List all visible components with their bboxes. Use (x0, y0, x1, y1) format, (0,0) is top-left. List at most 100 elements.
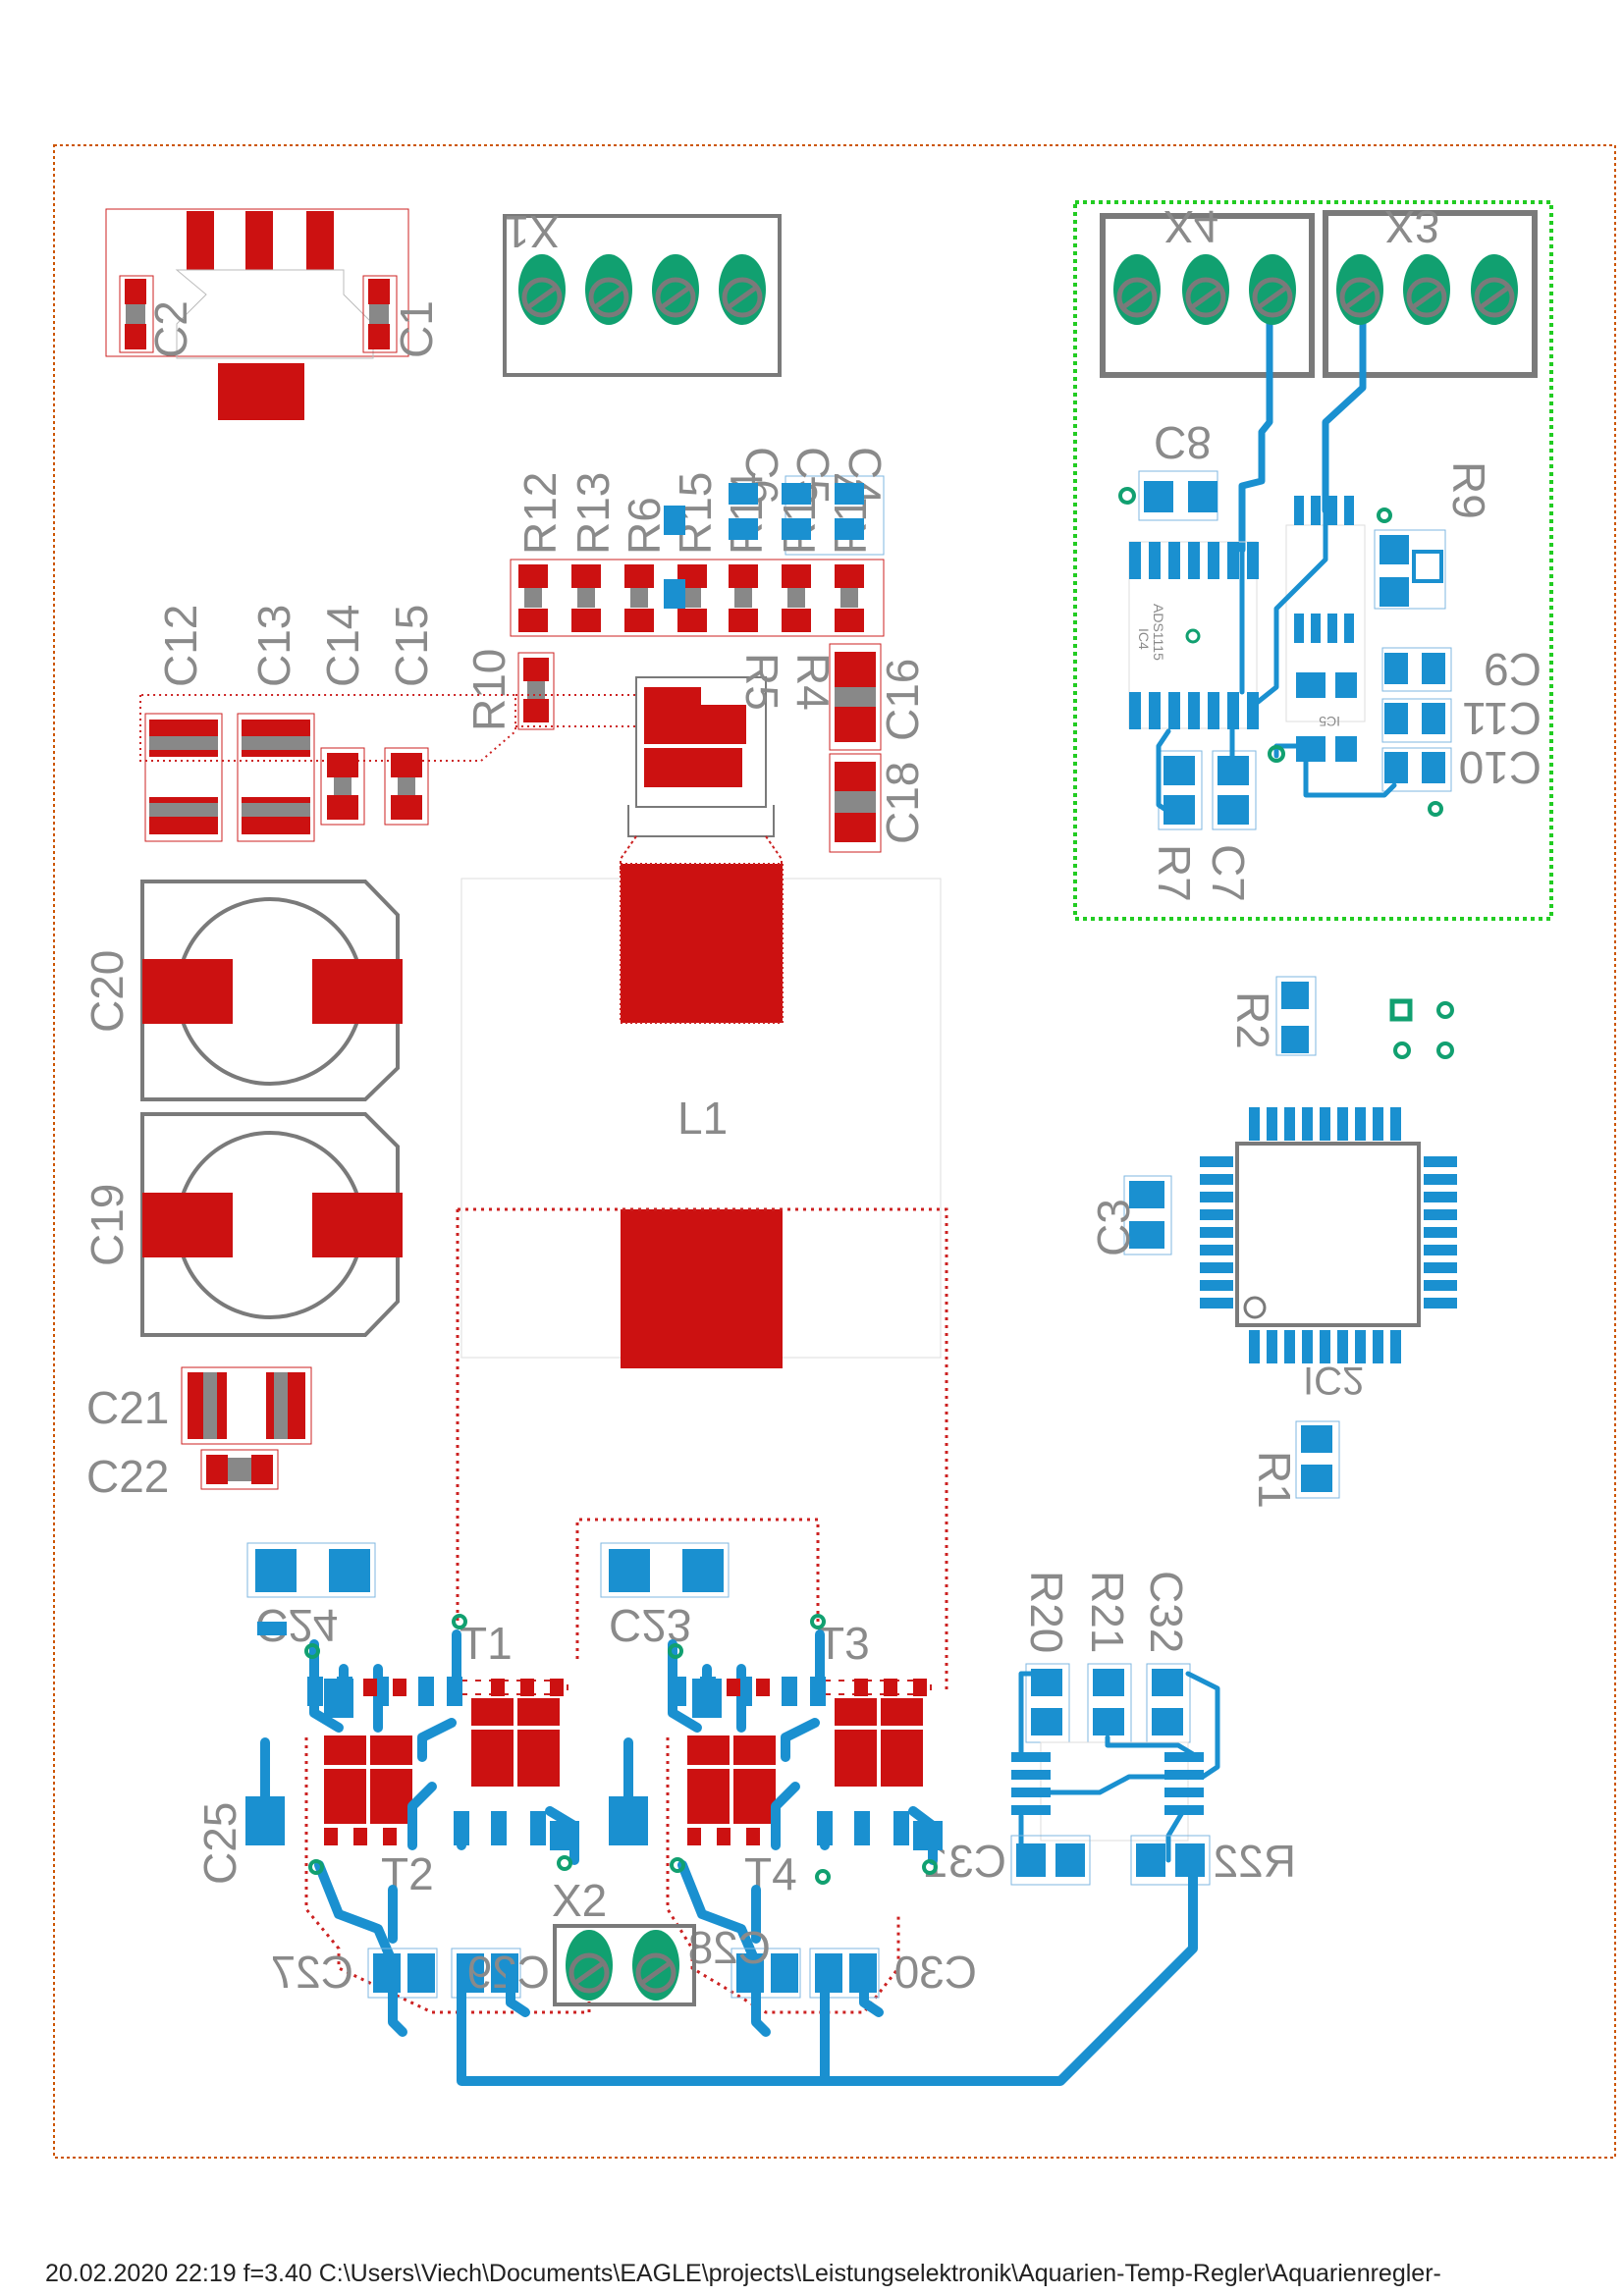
pad-top-4 (729, 564, 758, 588)
pad-top-b-5 (782, 609, 811, 632)
pad-body-3 (683, 588, 701, 608)
resistor-r2 (1275, 976, 1317, 1056)
mosfet-t1 (460, 1680, 568, 1787)
pad-bot-b-2 (835, 518, 864, 540)
mosfet-t2 (324, 1735, 412, 1824)
traces-ic-area (1156, 507, 1397, 818)
inductor-l1 (456, 863, 948, 1693)
capacitor-c20 (140, 880, 403, 1101)
label-c9: C9 (1484, 644, 1542, 695)
label-c28: C28 (688, 1922, 771, 1973)
label-c22: C22 (86, 1451, 169, 1502)
label-r1: R1 (1249, 1451, 1300, 1509)
pad-bot-2 (835, 483, 864, 505)
via (1428, 801, 1443, 817)
capacitor-c21 (181, 1366, 312, 1445)
label-c16: C16 (877, 659, 928, 741)
pad-bot-0 (729, 483, 758, 505)
pad-top-b-6 (835, 609, 864, 632)
label-r9: R9 (1443, 461, 1494, 519)
capacitor-c22 (200, 1449, 279, 1490)
ic4-adc (1128, 541, 1259, 729)
capacitor-c15 (384, 747, 429, 826)
bridge-vias (304, 1614, 938, 1885)
pad-body-6 (840, 588, 858, 608)
capacitor-c18 (829, 753, 882, 853)
capacitor-c31 (1010, 1835, 1091, 1886)
x2-pin-1 (566, 1930, 613, 2001)
label-x4: X4 (1163, 201, 1218, 252)
ic2-microcontroller (1200, 1107, 1457, 1363)
capacitor-c2 (119, 275, 154, 353)
pad-top-6 (835, 564, 864, 588)
label-r4: R4 (787, 653, 839, 711)
label-ic2: IC2 (1303, 1359, 1364, 1402)
pad-top-0 (518, 564, 548, 588)
pad-top-5 (782, 564, 811, 588)
label-r21: R21 (1082, 1571, 1133, 1653)
label-r12: R12 (514, 472, 566, 555)
net-dashed-top (139, 694, 516, 762)
capacitor-c7 (1212, 750, 1257, 830)
label-c25: C25 (194, 1802, 245, 1885)
label-r2: R2 (1227, 991, 1278, 1049)
regulator-footprint (105, 208, 409, 420)
via (1118, 487, 1136, 505)
x3-pin-3 (1471, 254, 1518, 325)
x3-pin-2 (1403, 254, 1450, 325)
label-c12: C12 (155, 605, 206, 687)
label-r10: R10 (463, 649, 514, 731)
label-c15: C15 (386, 605, 437, 687)
resistor-r21 (1087, 1663, 1132, 1743)
connector-x4 (1100, 213, 1315, 378)
pad-top-b-4 (729, 609, 758, 632)
capacitor-c13 (237, 713, 315, 842)
pad-bot-r6 (664, 506, 685, 535)
pad-bot-b-0 (729, 518, 758, 540)
pad-bot-b-1 (782, 518, 811, 540)
capacitor-c12 (144, 713, 223, 842)
connector-x1 (503, 214, 782, 377)
pad-body-4 (734, 588, 752, 608)
capacitor-c16 (829, 643, 882, 751)
x1-pin-1 (518, 254, 566, 325)
x4-pin-2 (1182, 254, 1229, 325)
header-pins (1389, 998, 1454, 1059)
label-ads1115: ADS1115 (1151, 604, 1166, 661)
label-c18: C18 (877, 762, 928, 844)
label-c32: C32 (1141, 1571, 1192, 1653)
label-ic4: IC4 (1136, 628, 1152, 650)
x3-pin-1 (1336, 254, 1383, 325)
mosfet-t4 (687, 1735, 776, 1824)
footer-plot-info: 20.02.2020 22:19 f=3.40 C:\Users\Viech\D… (45, 2260, 1441, 2287)
label-r5: R5 (736, 653, 787, 711)
pad-bridge-1 (692, 1679, 722, 1718)
pad-top-b-3 (677, 609, 707, 632)
capacitor-c32 (1146, 1663, 1191, 1743)
ic5 (1285, 496, 1366, 762)
pad-top-2 (624, 564, 654, 588)
traces-bottom-bus (388, 1855, 1198, 2086)
capacitor-c1 (362, 275, 398, 353)
pad-body-2 (630, 588, 648, 608)
label-c8: C8 (1154, 417, 1212, 468)
label-c21: C21 (86, 1382, 169, 1433)
traces-x-connectors (1238, 291, 1367, 554)
buck-controller (620, 676, 783, 874)
connector-x3 (1323, 210, 1538, 378)
x1-pin-4 (719, 254, 766, 325)
pad-top-b-0 (518, 609, 548, 632)
label-c30: C30 (894, 1947, 977, 1998)
resistor-r10 (517, 652, 555, 730)
keepout-area (1073, 200, 1553, 921)
pad-top-b-1 (571, 609, 601, 632)
traces-driver (1018, 1671, 1220, 1863)
label-c3: C3 (1088, 1199, 1139, 1256)
label-r7: R7 (1149, 844, 1200, 902)
pad-top-b-2 (624, 609, 654, 632)
label-x1: X1 (505, 206, 560, 257)
label-x2: X2 (552, 1875, 607, 1926)
pad-top-1 (571, 564, 601, 588)
pad-bot-r6b (664, 579, 685, 609)
bridge-pads-bottom (245, 1677, 943, 1850)
